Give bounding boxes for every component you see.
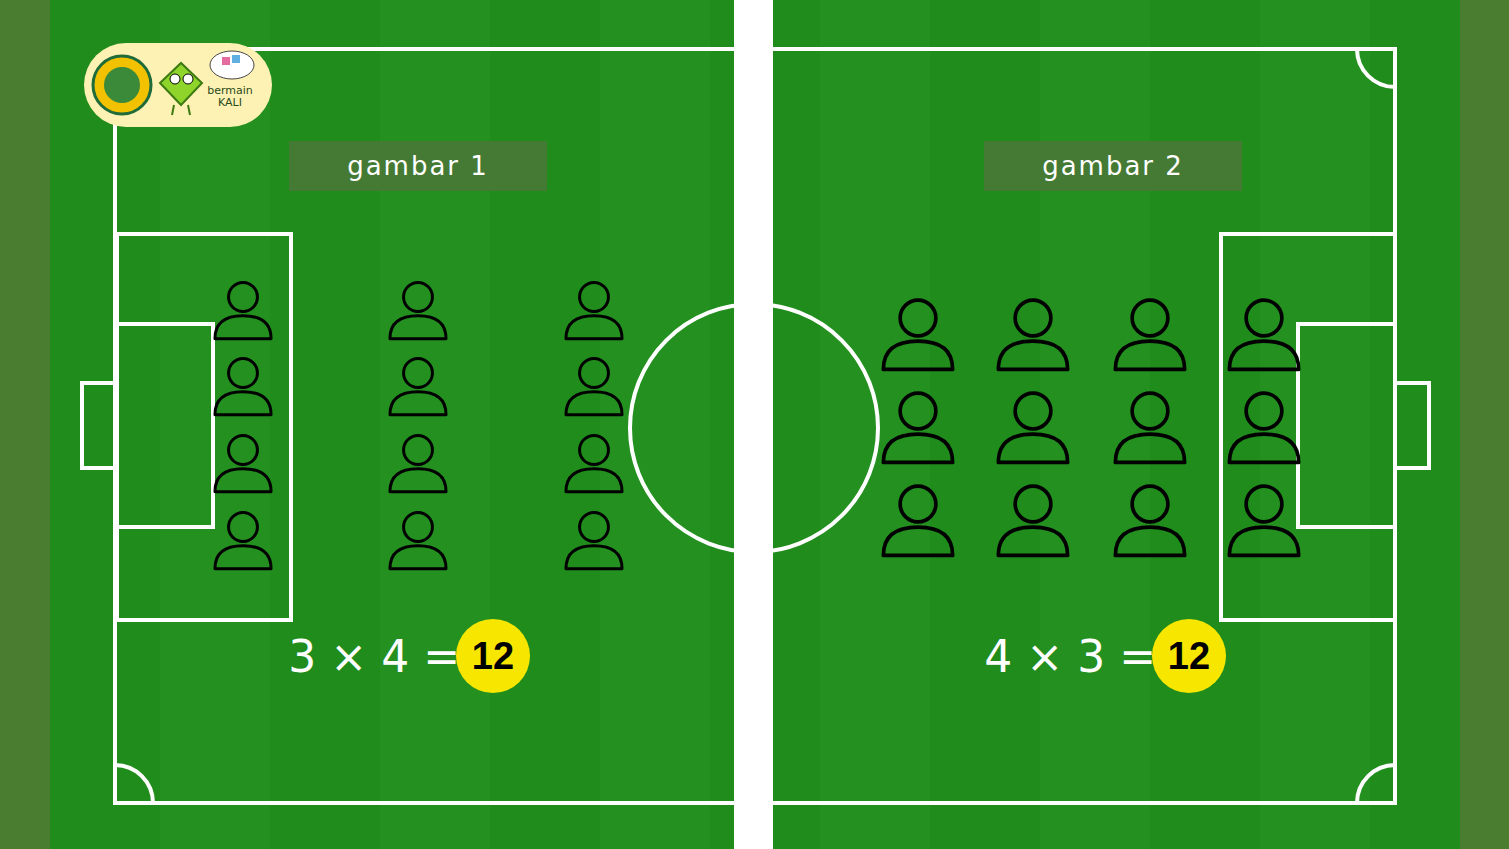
divider-bar: [734, 0, 773, 849]
answer-circle: 12: [1152, 619, 1226, 693]
logo-text: bermain KALI: [202, 85, 258, 109]
person-icon: [566, 436, 622, 492]
title-band: gambar 1: [289, 141, 547, 191]
person-icon: [566, 359, 622, 415]
person-icon: [1229, 300, 1298, 369]
person-icon: [390, 513, 446, 569]
person-icon: [998, 486, 1067, 555]
answer-number: 12: [472, 635, 514, 678]
person-icon: [998, 300, 1067, 369]
person-icon: [390, 436, 446, 492]
person-icon: [1229, 393, 1298, 462]
person-icon: [1115, 393, 1184, 462]
person-icon: [883, 393, 952, 462]
person-icon: [215, 283, 271, 339]
person-icon: [215, 513, 271, 569]
person-icon: [1115, 300, 1184, 369]
person-icon: [883, 486, 952, 555]
title-band: gambar 2: [984, 141, 1242, 191]
answer-circle: 12: [456, 619, 530, 693]
person-icon: [215, 359, 271, 415]
person-icon: [566, 283, 622, 339]
grass-stripes: [50, 0, 1460, 849]
answer-number: 12: [1168, 635, 1210, 678]
equation-text: 3 × 4 =: [288, 631, 460, 682]
person-icon: [998, 393, 1067, 462]
person-icon: [1115, 486, 1184, 555]
figure-title: gambar 2: [1042, 151, 1184, 181]
logo-badge: bermain KALI: [84, 43, 272, 127]
figure-title: gambar 1: [347, 151, 489, 181]
person-icon: [390, 283, 446, 339]
person-icon: [390, 359, 446, 415]
person-icon: [883, 300, 952, 369]
person-icon: [1229, 486, 1298, 555]
equation-text: 4 × 3 =: [984, 631, 1156, 682]
person-icon: [566, 513, 622, 569]
person-icon: [215, 436, 271, 492]
